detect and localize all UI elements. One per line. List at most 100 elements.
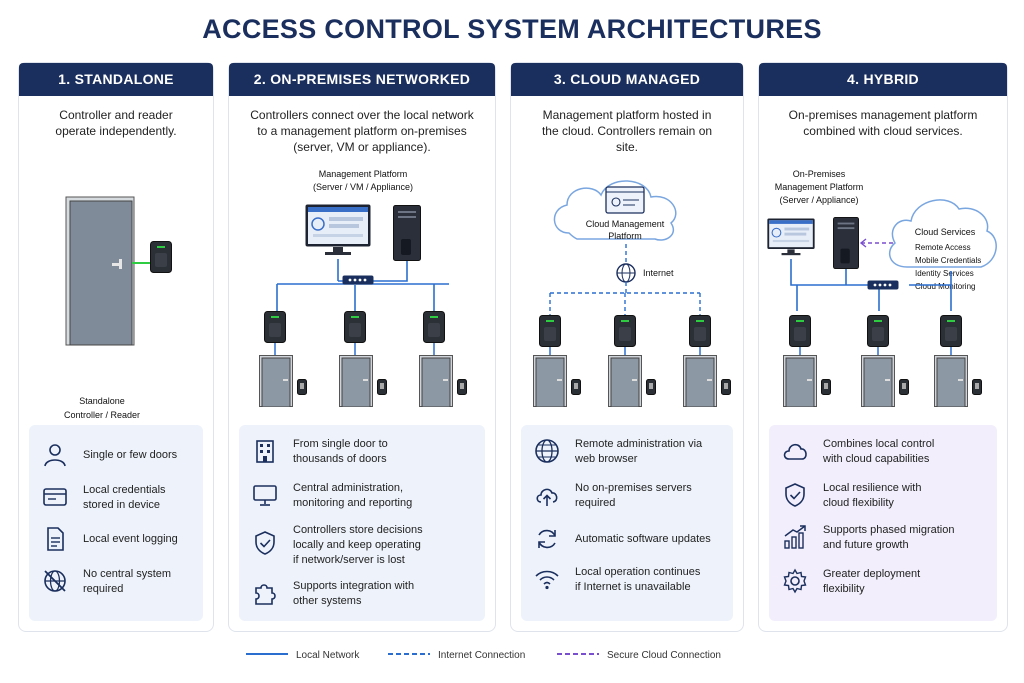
door-icon xyxy=(934,355,968,407)
panel-description: On-premises management platform combined… xyxy=(788,108,978,138)
monitor-icon xyxy=(305,204,371,256)
door-icon xyxy=(608,355,642,407)
server-icon xyxy=(393,205,421,261)
diagram-label: (Server / VM / Appliance) xyxy=(313,182,413,192)
refresh-icon xyxy=(538,529,556,549)
user-icon xyxy=(44,444,66,467)
reader-icon xyxy=(423,311,445,343)
no-network-icon xyxy=(44,570,66,592)
panel-description: Controller and reader operate independen… xyxy=(55,108,177,138)
diagram-label: Management Platform xyxy=(775,182,864,192)
reader-icon xyxy=(821,379,831,395)
panel-description: Management platform hosted in the cloud.… xyxy=(541,108,713,154)
cloud-service-item: Mobile Credentials xyxy=(915,256,981,265)
reader-icon xyxy=(344,311,366,343)
panel-cloud-managed: 3. CLOUD MANAGED Management platform hos… xyxy=(510,62,744,632)
list-item: Single or few doors xyxy=(41,441,197,481)
building-icon xyxy=(256,440,274,463)
puzzle-icon xyxy=(255,584,276,605)
document-icon xyxy=(47,527,64,551)
cloud-managed-diagram: Cloud Management Platform Internet xyxy=(533,180,731,407)
reader-icon xyxy=(721,379,731,395)
reader-icon xyxy=(614,315,636,347)
reader-icon xyxy=(867,315,889,347)
door-icon xyxy=(683,355,717,407)
diagram-label: Standalone xyxy=(79,396,125,406)
server-icon xyxy=(833,217,859,269)
growth-chart-icon xyxy=(784,525,806,549)
door-icon xyxy=(65,196,135,346)
globe-icon xyxy=(535,439,559,463)
door-icon xyxy=(259,355,293,407)
reader-icon xyxy=(150,240,172,274)
reader-icon xyxy=(689,315,711,347)
shield-check-icon xyxy=(785,483,805,507)
network-switch-icon xyxy=(867,280,899,290)
card-icon xyxy=(43,488,67,506)
door-icon xyxy=(783,355,817,407)
reader-icon xyxy=(457,379,467,395)
reader-icon xyxy=(539,315,561,347)
reader-icon xyxy=(972,379,982,395)
door-icon xyxy=(533,355,567,407)
cloud-upload-icon xyxy=(536,488,558,506)
monitor-icon xyxy=(767,217,815,256)
panel-hybrid: 4. HYBRID On-premises management platfor… xyxy=(758,62,1008,632)
standalone-diagram: Standalone Controller / Reader xyxy=(64,196,172,420)
panel-header: 1. STANDALONE xyxy=(19,63,213,96)
diagram-label: Cloud Management xyxy=(586,219,665,229)
reader-icon xyxy=(571,379,581,395)
door-icon xyxy=(861,355,895,407)
reader-icon xyxy=(940,315,962,347)
list-item: Central administration,monitoring and re… xyxy=(251,481,479,521)
network-switch-icon xyxy=(342,275,374,285)
cloud-title: Cloud Services xyxy=(915,227,976,237)
shield-check-icon xyxy=(255,531,275,555)
panel-header: 4. HYBRID xyxy=(759,63,1007,96)
reader-icon xyxy=(789,315,811,347)
cloud-icon xyxy=(783,443,807,460)
list-item: Automatic software updates xyxy=(533,525,727,565)
diagram-label: (Server / Appliance) xyxy=(779,195,858,205)
legend: Local Network Internet Connection Secure… xyxy=(246,650,721,661)
diagram-label: Management Platform xyxy=(319,169,408,179)
diagram-label: Controller / Reader xyxy=(64,410,140,420)
on-premises-diagram: Management Platform (Server / VM / Appli… xyxy=(259,169,467,407)
reader-icon xyxy=(297,379,307,395)
diagram-label: On-Premises xyxy=(793,169,846,179)
door-icon xyxy=(419,355,453,407)
cloud-icon xyxy=(888,199,997,268)
diagram-label: Platform xyxy=(608,231,642,241)
reader-icon xyxy=(377,379,387,395)
reader-icon xyxy=(899,379,909,395)
monitor-icon xyxy=(253,485,277,506)
globe-icon xyxy=(616,263,636,283)
panel-header: 2. ON-PREMISES NETWORKED xyxy=(229,63,495,96)
reader-icon xyxy=(264,311,286,343)
door-icon xyxy=(339,355,373,407)
panel-on-premises: 2. ON-PREMISES NETWORKED Controllers con… xyxy=(228,62,496,632)
panel-header: 3. CLOUD MANAGED xyxy=(511,63,743,96)
wifi-icon xyxy=(535,570,559,590)
reader-icon xyxy=(646,379,656,395)
cloud-service-item: Identity Services xyxy=(915,269,974,278)
list-item: Local event logging xyxy=(41,525,197,565)
gear-icon xyxy=(783,568,807,594)
cloud-service-item: Remote Access xyxy=(915,243,971,252)
page-title: ACCESS CONTROL SYSTEM ARCHITECTURES xyxy=(202,14,822,44)
cloud-service-item: Cloud Monitoring xyxy=(915,282,975,291)
